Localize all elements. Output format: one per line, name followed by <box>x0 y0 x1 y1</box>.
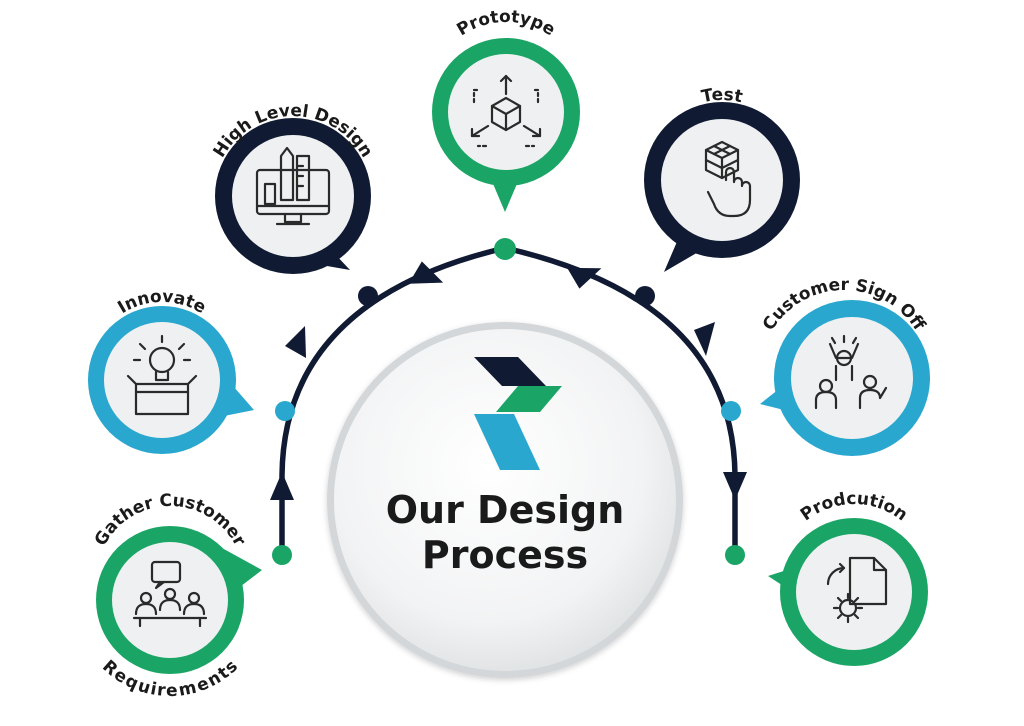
path-arrow <box>285 326 306 358</box>
step-production: Prodcution <box>768 489 928 666</box>
celebrating-people-icon <box>814 334 888 410</box>
process-path <box>270 238 747 565</box>
company-logo <box>474 357 562 470</box>
center-title-line2: Process <box>422 533 588 577</box>
path-node <box>275 401 295 421</box>
step-prototype: Prototype <box>432 7 580 212</box>
path-arrow <box>270 472 294 500</box>
step-label: Test <box>700 85 745 107</box>
step-test: Test <box>644 85 800 272</box>
document-gear-icon <box>826 556 888 624</box>
meeting-icon <box>132 560 208 628</box>
path-node <box>358 286 378 306</box>
step-high-level-design: High Level Design <box>210 101 377 274</box>
step-innovate: Innovate <box>88 287 254 454</box>
center-circle <box>327 322 683 678</box>
center-title-line1: Our Design <box>386 488 625 532</box>
path-node <box>635 286 655 306</box>
cube-arrows-icon <box>470 74 542 148</box>
lightbulb-box-icon <box>126 334 198 416</box>
path-node <box>272 545 292 565</box>
step-label: Prototype <box>454 7 559 40</box>
path-arrow <box>723 472 747 500</box>
design-monitor-icon <box>255 146 331 226</box>
path-node <box>494 238 516 260</box>
path-arrow <box>408 261 444 284</box>
path-node <box>721 401 741 421</box>
path-node <box>725 545 745 565</box>
step-customer-sign-off: Customer Sign Off <box>759 275 930 456</box>
rubiks-cube-hand-icon <box>704 140 752 218</box>
path-arrow <box>567 267 602 289</box>
step-gather-requirements: Gather Customer Requirements <box>91 491 262 701</box>
path-arrow <box>694 322 715 356</box>
